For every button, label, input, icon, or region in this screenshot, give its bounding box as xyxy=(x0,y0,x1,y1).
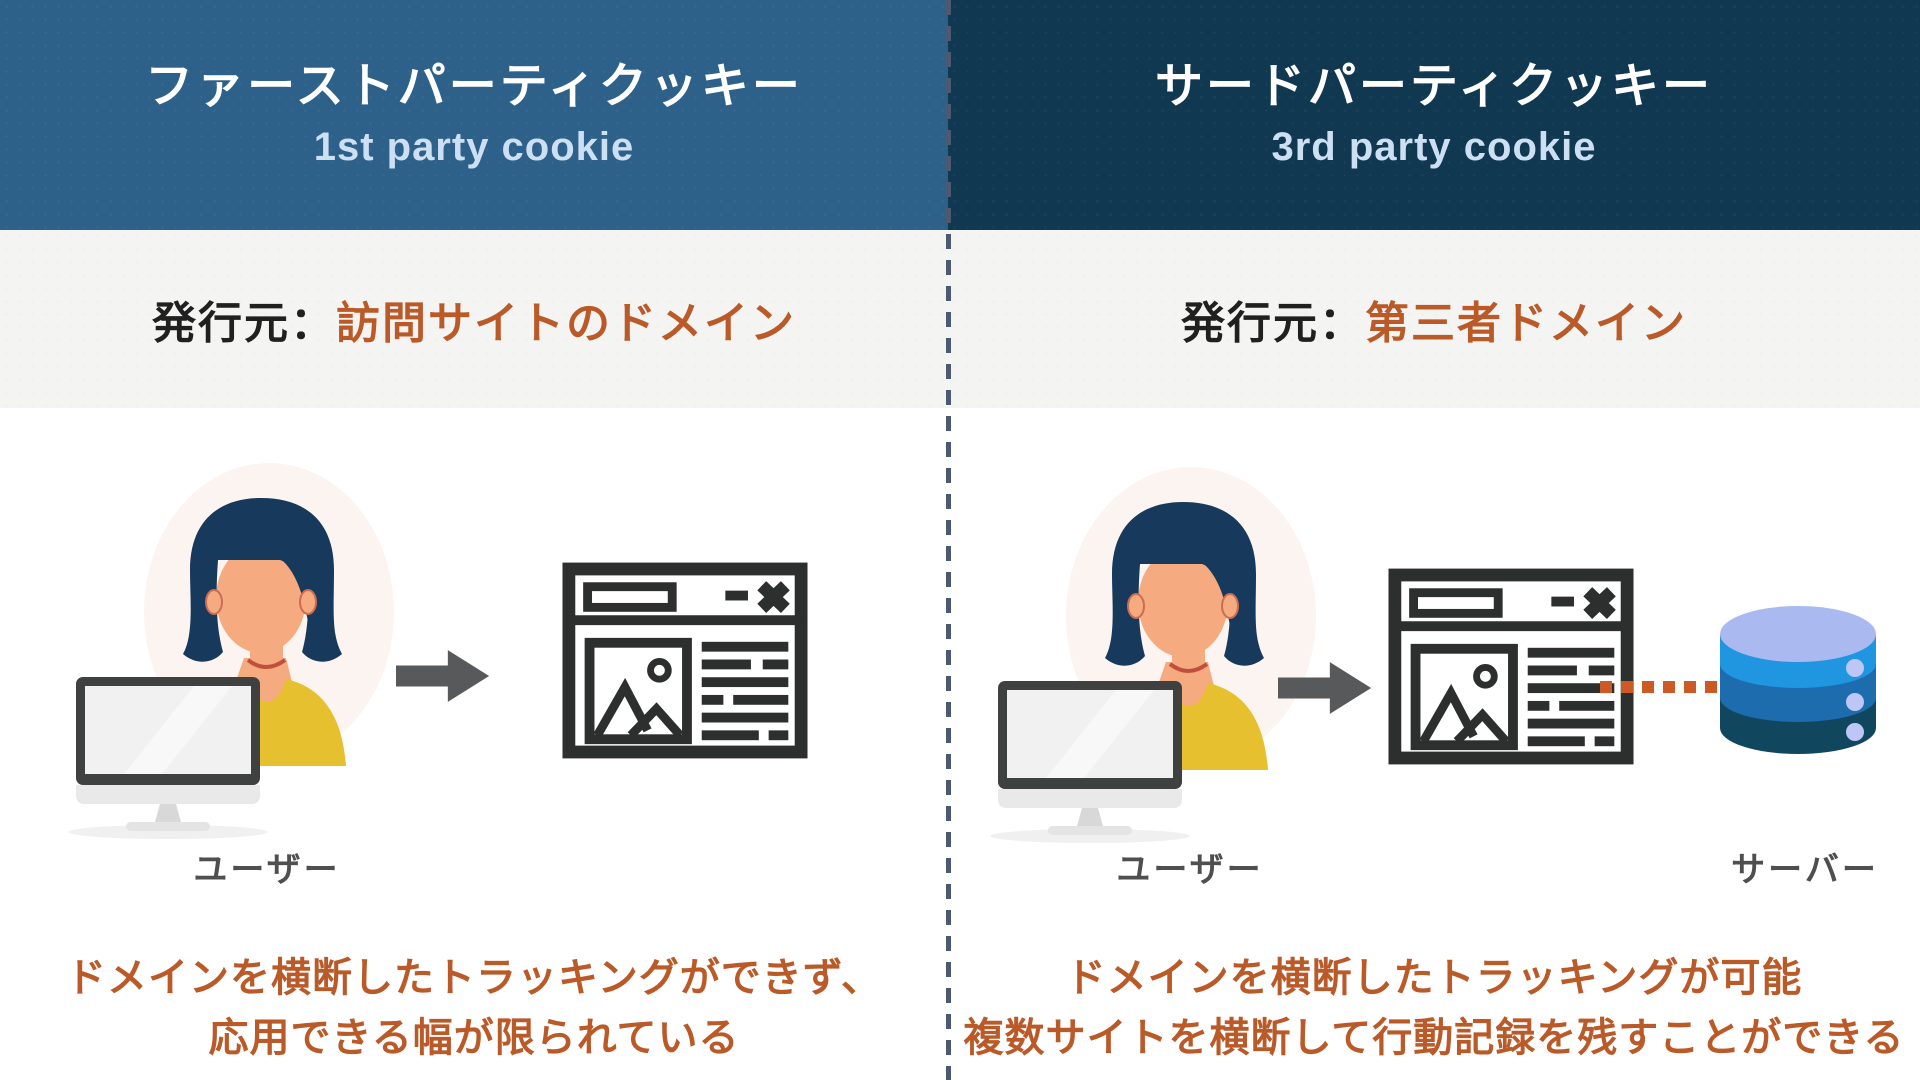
database-icon xyxy=(1720,606,1876,754)
first-party-column: ファーストパーティクッキー 1st party cookie 発行元：訪問サイト… xyxy=(0,0,948,1080)
first-party-title: ファーストパーティクッキー xyxy=(145,60,803,113)
third-party-description: ドメインを横断したトラッキングが可能 複数サイトを横断して行動記録を残すことがで… xyxy=(948,948,1920,1068)
arrow-right-icon xyxy=(396,650,490,702)
third-party-subtitle: 3rd party cookie xyxy=(1271,125,1597,169)
third-party-column: サードパーティクッキー 3rd party cookie 発行元：第三者ドメイン xyxy=(948,0,1920,1080)
first-party-issuer-row: 発行元：訪問サイトのドメイン xyxy=(0,230,948,408)
third-party-diagram: ユーザー xyxy=(948,408,1920,1080)
description-line: 応用できる幅が限られている xyxy=(208,1016,740,1060)
monitor-icon xyxy=(68,677,268,839)
column-divider xyxy=(946,0,951,1080)
issuer-value: 第三者ドメイン xyxy=(1365,299,1687,348)
first-party-subtitle: 1st party cookie xyxy=(313,125,635,169)
woman-avatar xyxy=(1105,502,1268,770)
user-label: ユーザー xyxy=(193,851,341,889)
text-lines xyxy=(1527,647,1615,747)
image-placeholder xyxy=(1410,643,1518,751)
browser-window-icon xyxy=(562,562,808,759)
description-line: 複数サイトを横断して行動記録を残すことができる xyxy=(963,1016,1905,1060)
minimize-icon xyxy=(1551,596,1574,607)
text-lines xyxy=(701,641,789,741)
arrow-right-icon xyxy=(1278,662,1372,714)
image-placeholder xyxy=(584,637,692,745)
first-party-header: ファーストパーティクッキー 1st party cookie xyxy=(0,0,948,230)
address-bar xyxy=(583,582,677,612)
address-bar xyxy=(1409,588,1503,618)
issuer-label: 発行元： xyxy=(1181,299,1365,348)
third-party-title: サードパーティクッキー xyxy=(1154,60,1714,113)
user-illustration xyxy=(990,467,1316,843)
user-label: ユーザー xyxy=(1116,851,1264,889)
close-icon xyxy=(757,581,790,613)
user-illustration xyxy=(68,463,394,839)
close-icon xyxy=(1583,587,1616,619)
third-party-header: サードパーティクッキー 3rd party cookie xyxy=(948,0,1920,230)
first-party-diagram: ユーザー xyxy=(0,408,948,1080)
description-line: ドメインを横断したトラッキングができず、 xyxy=(66,956,882,1000)
third-party-issuer-row: 発行元：第三者ドメイン xyxy=(948,230,1920,408)
tracking-dotted-line xyxy=(1600,681,1718,693)
browser-window-icon xyxy=(1388,568,1634,765)
server-label: サーバー xyxy=(1731,851,1879,889)
woman-avatar xyxy=(183,498,346,766)
issuer-value: 訪問サイトのドメイン xyxy=(336,299,796,348)
description-line: ドメインを横断したトラッキングが可能 xyxy=(1065,956,1803,1000)
issuer-label: 発行元： xyxy=(152,299,336,348)
monitor-icon xyxy=(990,681,1190,843)
first-party-description: ドメインを横断したトラッキングができず、 応用できる幅が限られている xyxy=(0,948,948,1068)
minimize-icon xyxy=(725,590,748,601)
